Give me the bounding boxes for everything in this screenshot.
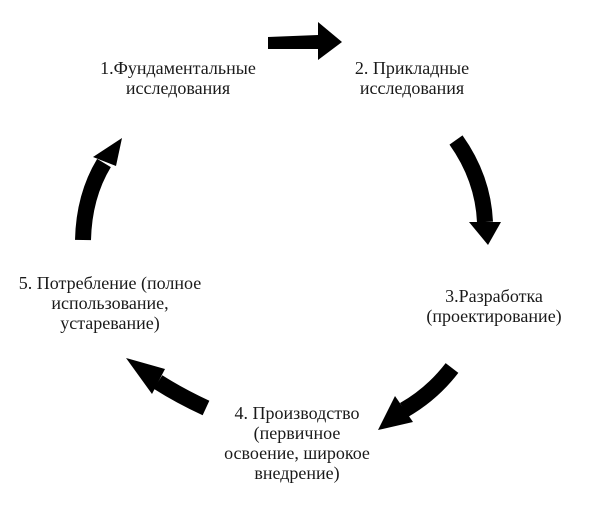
stage-4-production: 4. Производство (первичное освоение, шир…: [224, 403, 370, 483]
stage-3-development: 3.Разработка (проектирование): [426, 286, 562, 326]
arrow-5-to-1: [75, 138, 122, 241]
stage-1-fundamental-research: 1.Фундаментальные исследования: [100, 58, 256, 98]
arrow-2-to-3: [449, 135, 501, 245]
stage-5-consumption: 5. Потребление (полное использование, ус…: [18, 273, 202, 333]
arrow-1-to-2: [268, 22, 342, 60]
arrow-3-to-4: [378, 363, 459, 430]
stage-2-applied-research: 2. Прикладные исследования: [354, 58, 470, 98]
arrow-4-to-5: [126, 358, 210, 416]
